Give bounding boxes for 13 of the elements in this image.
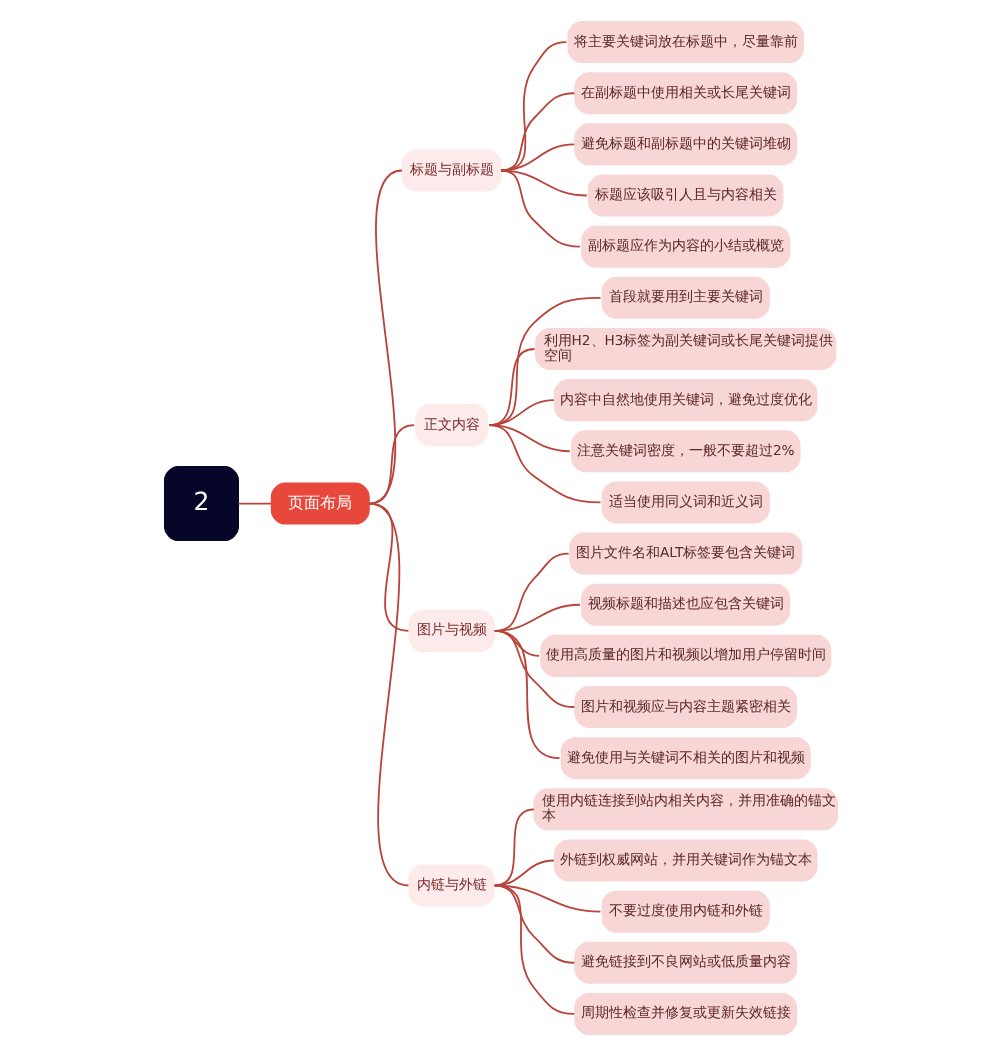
connector bbox=[236, 502, 272, 505]
connector bbox=[492, 859, 554, 887]
connector bbox=[367, 424, 414, 505]
connector bbox=[487, 424, 601, 504]
connector bbox=[367, 502, 409, 887]
connector bbox=[499, 92, 575, 172]
connector bbox=[499, 169, 580, 248]
connector bbox=[492, 884, 575, 1015]
connector bbox=[492, 884, 575, 964]
connector bbox=[492, 629, 560, 760]
node-box: 2 bbox=[163, 466, 238, 542]
connector bbox=[487, 424, 570, 453]
connector bbox=[499, 143, 575, 172]
